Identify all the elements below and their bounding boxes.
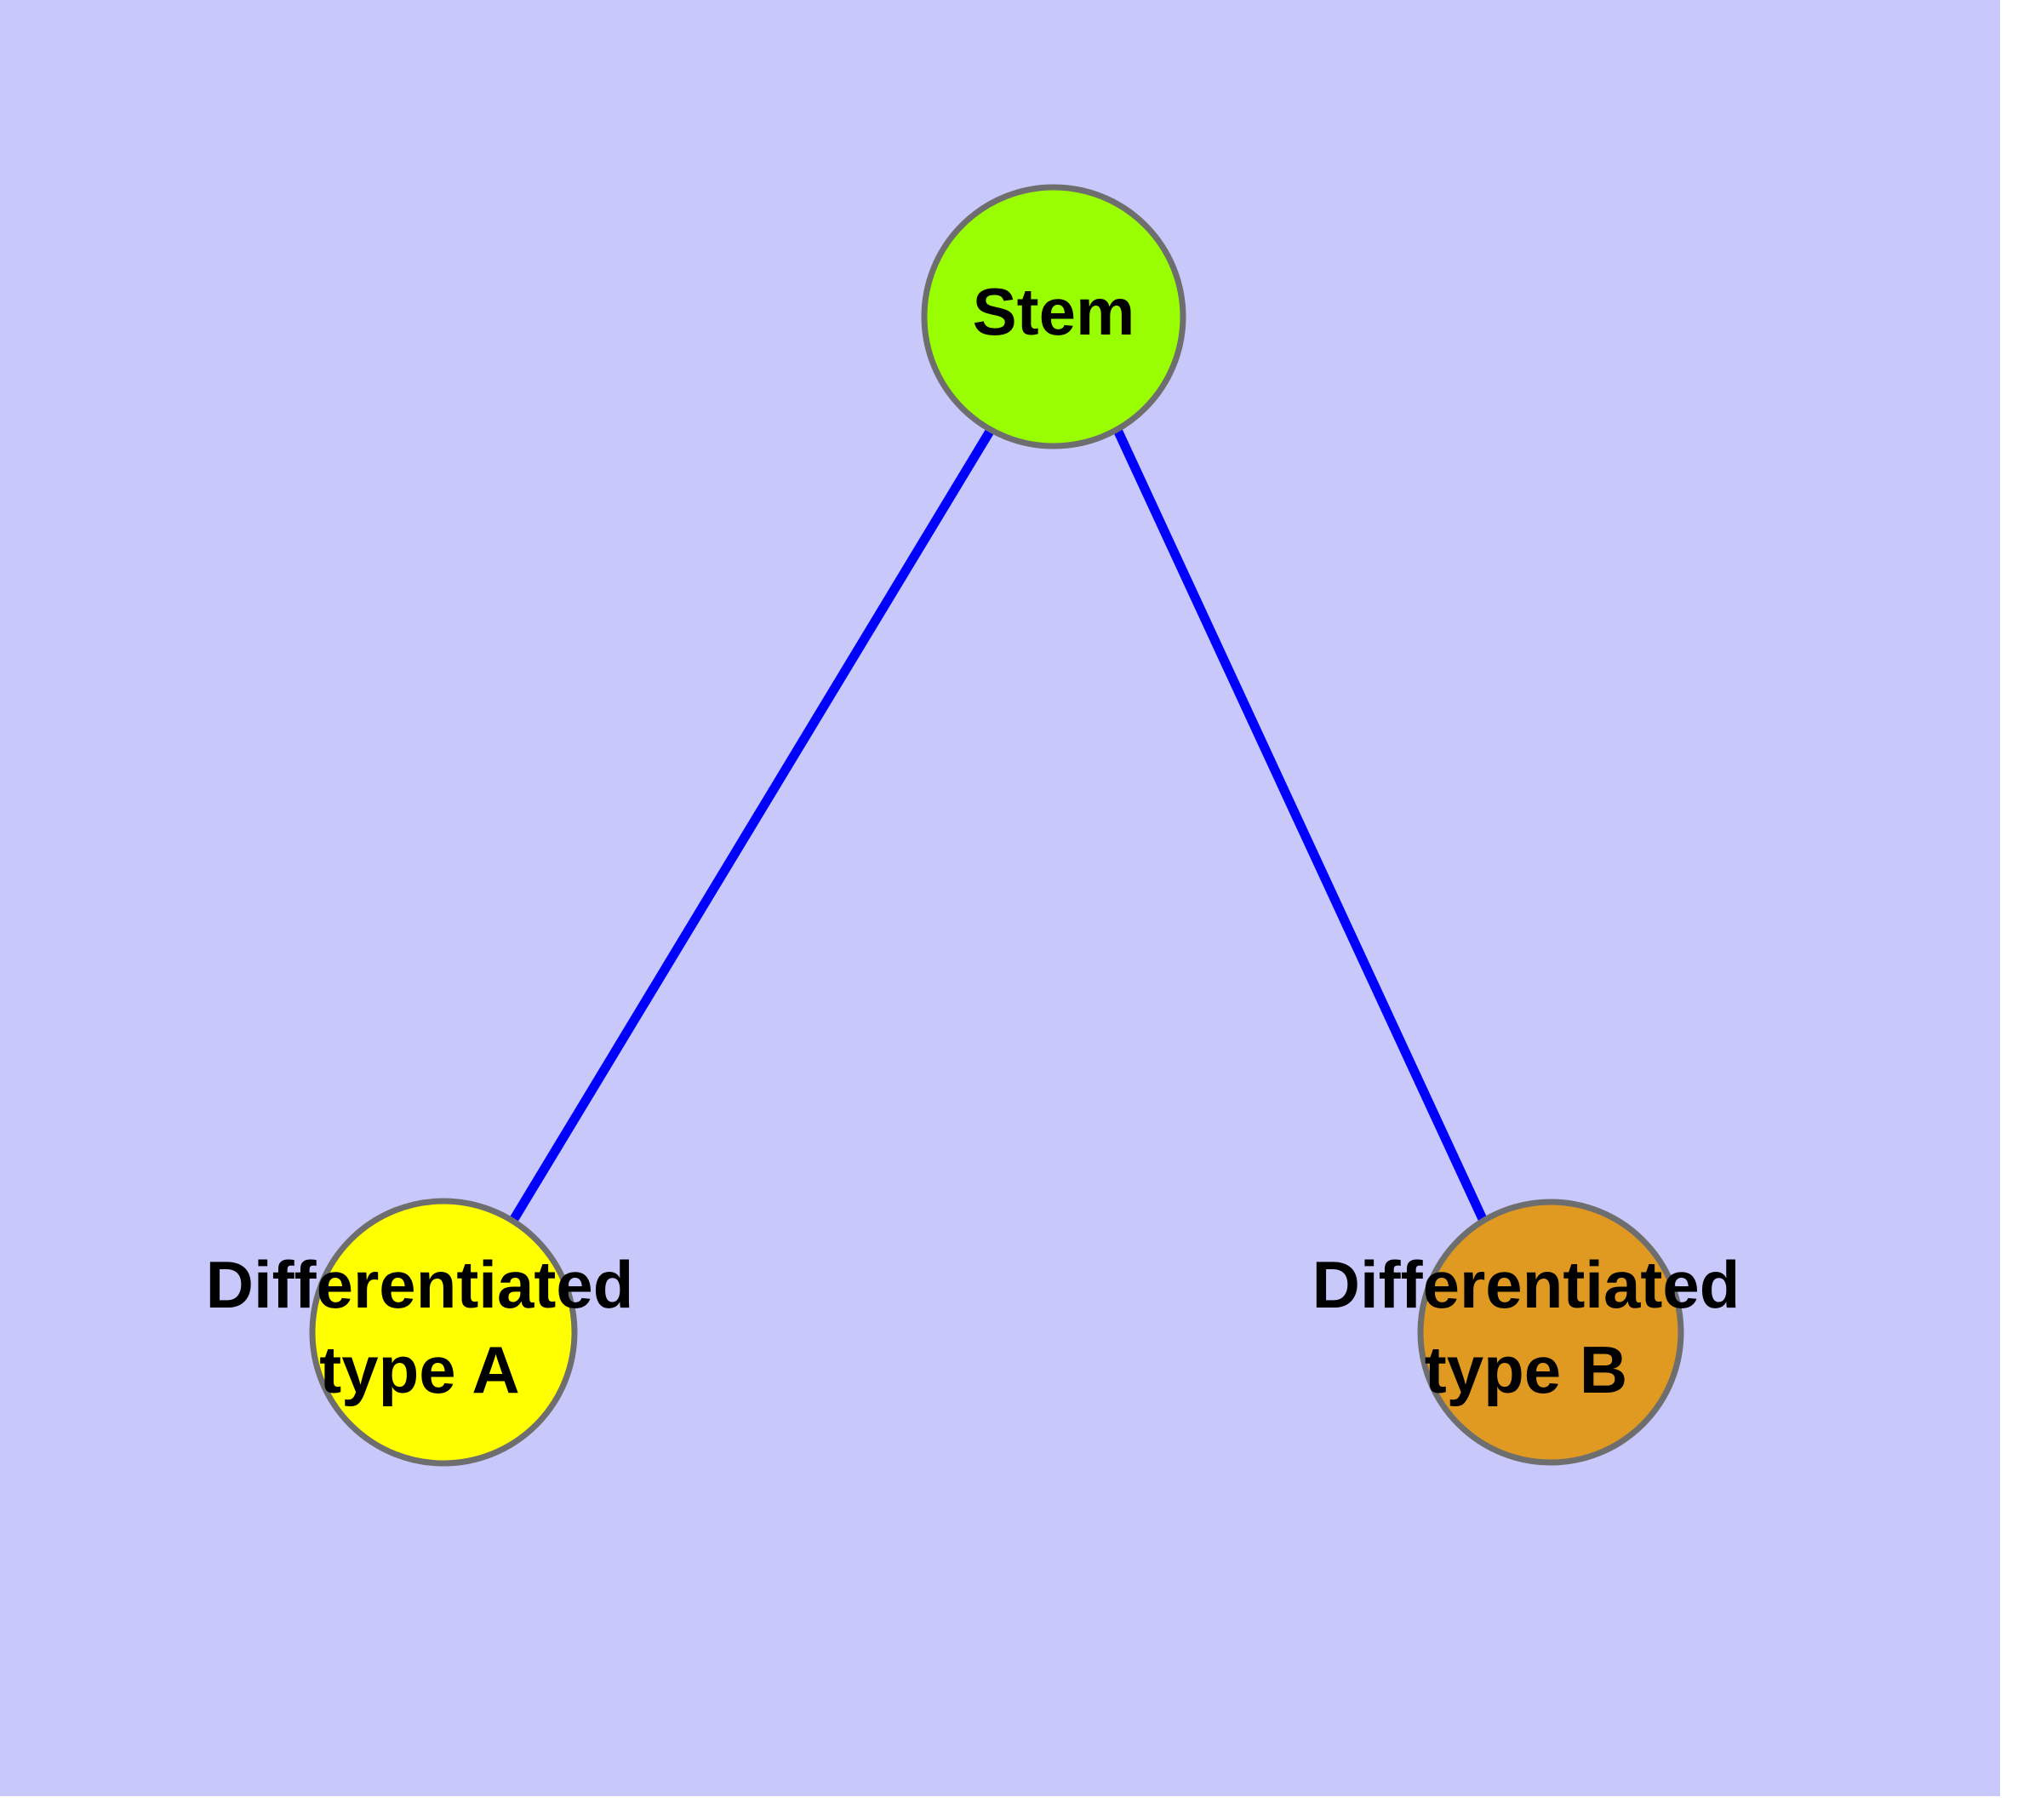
edges-group xyxy=(510,427,1487,1222)
graph-node-label-line: Differentiated xyxy=(206,1247,634,1322)
graph-node-label-diff_a: Differentiated type A xyxy=(206,1247,634,1407)
graph-node-label-stem: Stem xyxy=(973,274,1135,349)
graph-node-stem[interactable] xyxy=(921,184,1186,449)
graph-node-label-diff_b: Differentiated type B xyxy=(1312,1247,1740,1407)
graph-node-label-line: Stem xyxy=(973,274,1135,349)
graph-node-diff_a[interactable] xyxy=(309,1198,578,1467)
graph-edge-stem-to-a xyxy=(510,427,995,1222)
nodes-group xyxy=(309,184,1684,1467)
graph-edge-stem-to-b xyxy=(1113,427,1487,1222)
graph-node-diff_b[interactable] xyxy=(1417,1199,1684,1466)
graph-node-label-line: Differentiated xyxy=(1312,1247,1740,1322)
graph-node-label-line: type B xyxy=(1425,1332,1627,1407)
graph-node-label-line: type A xyxy=(319,1332,520,1407)
